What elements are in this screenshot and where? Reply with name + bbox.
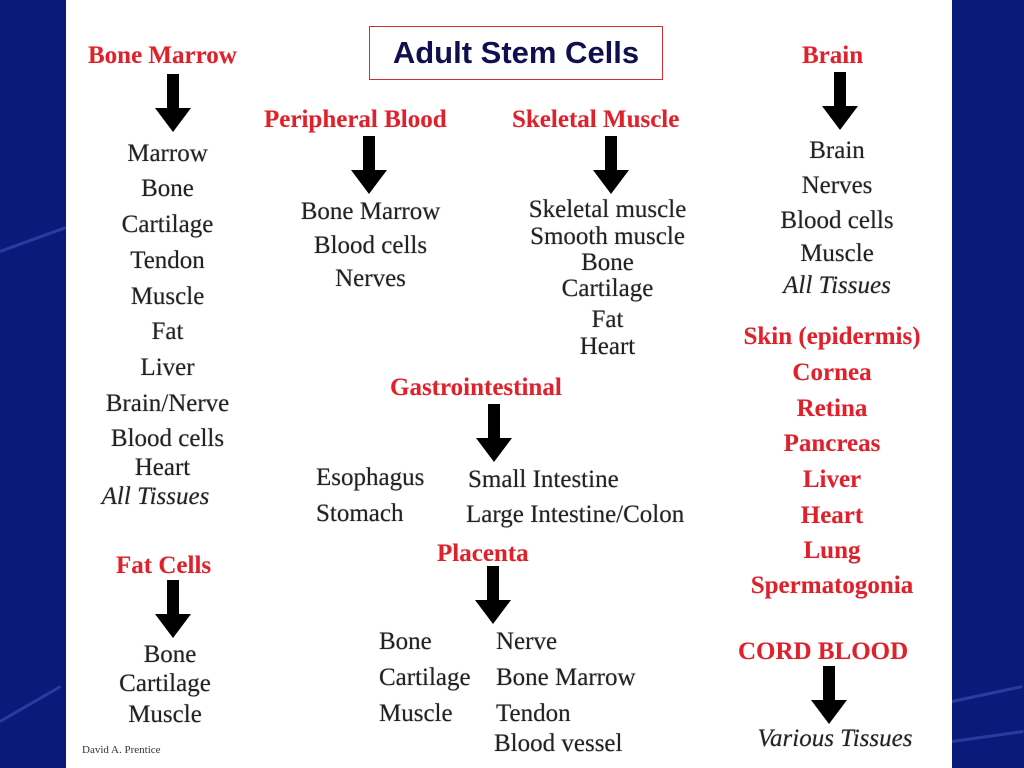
other-source-item: Heart [800,502,864,529]
skeletal-muscle-item: Skeletal muscle [528,196,687,223]
brain-heading: Brain [802,42,864,69]
brain-summary: All Tissues [783,272,891,299]
other-source-item: Cornea [792,359,872,386]
slide-title: Adult Stem Cells [369,26,663,80]
placenta-item: Tendon [496,700,571,727]
gastrointestinal-item: Esophagus [316,464,425,491]
bone-marrow-item: Heart [134,454,191,481]
skeletal-muscle-item: Cartilage [561,275,654,302]
skeletal-muscle-item: Bone [581,249,634,276]
peripheral-blood-arrow-icon [351,136,387,194]
bone-marrow-summary: All Tissues [101,483,210,510]
fat-cells-heading: Fat Cells [116,552,212,579]
bone-marrow-item: Fat [151,318,184,345]
bone-marrow-item: Cartilage [121,211,214,238]
cord-blood-heading: CORD BLOOD [738,638,909,665]
bone-marrow-item: Brain/Nerve [105,390,230,417]
bone-marrow-arrow-icon [155,74,191,132]
bone-marrow-item: Liver [140,354,195,381]
peripheral-blood-item: Nerves [335,265,406,292]
bone-marrow-item: Bone [141,175,194,202]
cord-blood-summary: Various Tissues [757,725,913,752]
brain-item: Muscle [800,240,874,267]
gastrointestinal-heading: Gastrointestinal [390,374,562,401]
other-source-item: Spermatogonia [750,572,914,599]
bone-marrow-heading: Bone Marrow [88,42,237,69]
placenta-item: Nerve [496,628,558,655]
bone-marrow-item: Blood cells [110,425,225,452]
diagram-panel [66,0,952,768]
placenta-item: Cartilage [379,664,471,691]
peripheral-blood-item: Blood cells [313,232,428,259]
skeletal-muscle-heading: Skeletal Muscle [512,106,680,133]
gastrointestinal-item: Large Intestine/Colon [466,501,685,528]
other-source-item: Pancreas [783,430,881,457]
other-source-item: Liver [802,466,862,493]
placenta-item: Bone Marrow [496,664,636,691]
fat-cells-item: Cartilage [119,670,211,697]
bone-marrow-item: Muscle [130,283,205,310]
placenta-heading: Placenta [437,540,529,567]
bone-marrow-item: Marrow [127,140,208,167]
placenta-item: Muscle [379,700,453,727]
author-credit: David A. Prentice [82,744,161,756]
peripheral-blood-item: Bone Marrow [300,198,441,225]
placenta-item: Blood vessel [494,730,623,757]
peripheral-blood-heading: Peripheral Blood [264,106,447,133]
skeletal-muscle-arrow-icon [593,136,629,194]
brain-item: Blood cells [780,207,894,234]
gastrointestinal-item: Small Intestine [468,466,619,493]
fat-cells-item: Muscle [128,701,202,728]
skeletal-muscle-item: Heart [579,333,636,360]
bone-marrow-item: Tendon [130,247,205,274]
placenta-arrow-icon [475,566,511,624]
other-source-item: Skin (epidermis) [743,323,921,350]
brain-item: Brain [809,137,865,164]
skeletal-muscle-item: Smooth muscle [530,223,685,250]
brain-item: Nerves [801,172,873,199]
other-source-item: Lung [803,537,861,564]
fat-cells-item: Bone [143,641,197,668]
gastrointestinal-arrow-icon [476,404,512,462]
fat-cells-arrow-icon [155,580,191,638]
brain-arrow-icon [822,72,858,130]
placenta-item: Bone [379,628,432,655]
skeletal-muscle-item: Fat [591,306,624,333]
other-source-item: Retina [796,395,868,422]
gastrointestinal-item: Stomach [316,500,404,527]
cord-blood-arrow-icon [811,666,847,724]
